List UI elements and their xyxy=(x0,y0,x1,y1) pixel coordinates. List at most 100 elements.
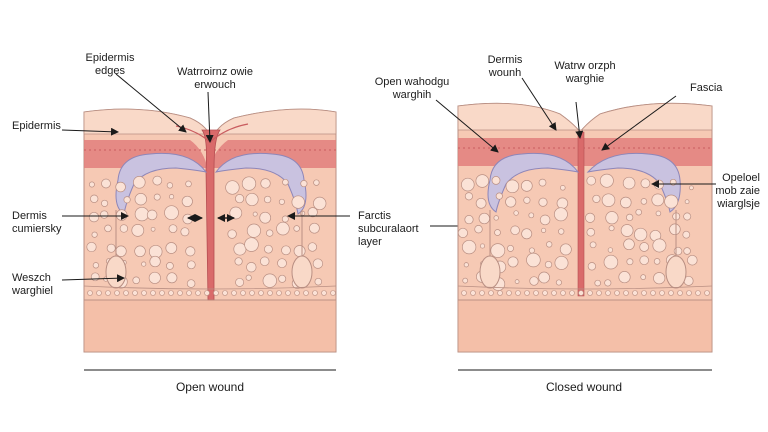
dermal-cell xyxy=(599,173,614,188)
dermal-cell xyxy=(169,194,175,200)
dermal-cell xyxy=(88,211,100,223)
dermal-cell xyxy=(523,196,531,204)
dermal-cell xyxy=(115,245,127,257)
basal-cell xyxy=(123,290,129,296)
dermal-cell xyxy=(131,224,145,237)
dermal-cell xyxy=(141,261,147,267)
dermal-cell xyxy=(623,238,635,251)
dermal-cell xyxy=(225,180,240,195)
dermal-cell xyxy=(291,195,305,209)
dermal-cell xyxy=(633,227,648,242)
closed-wound-panel xyxy=(435,77,716,371)
dermal-cell xyxy=(91,231,98,238)
dermal-cell xyxy=(313,196,327,211)
dermal-cell xyxy=(186,260,196,270)
basal-cell xyxy=(641,290,647,296)
dermal-cell xyxy=(478,212,490,225)
dermal-cell xyxy=(560,185,566,191)
dermal-cell xyxy=(618,271,631,284)
dermal-cell xyxy=(182,213,193,225)
dermal-cell xyxy=(558,228,565,235)
dermal-cell xyxy=(538,197,548,207)
dermal-cell xyxy=(528,247,535,254)
dermal-cell xyxy=(620,196,632,209)
basal-cell xyxy=(659,290,665,296)
dermal-cell xyxy=(276,221,290,236)
dermal-cell xyxy=(520,180,533,192)
basal-cell xyxy=(560,290,566,296)
dermal-cell xyxy=(682,230,691,239)
dermal-cell xyxy=(651,193,665,207)
dermal-cell xyxy=(539,214,551,226)
label-epidermis: Epidermis xyxy=(12,120,61,132)
dermal-cell xyxy=(528,212,535,219)
dermal-cell xyxy=(245,274,252,281)
dermal-cell xyxy=(669,223,681,236)
dermal-cell xyxy=(229,206,243,220)
dermal-cell xyxy=(689,185,694,191)
basal-cell xyxy=(677,290,683,296)
basal-cell xyxy=(632,290,638,296)
basal-cell xyxy=(569,290,575,296)
dermal-cell xyxy=(180,227,190,237)
dermal-cell xyxy=(235,194,245,204)
basal-cell xyxy=(222,290,228,296)
dermal-cell xyxy=(259,211,272,224)
vessel-left xyxy=(487,152,580,213)
basal-cell xyxy=(461,290,467,296)
dermal-cell xyxy=(100,210,109,219)
dermal-cell xyxy=(227,229,237,239)
label-fascia-layer: Farctis subcuralaort layer xyxy=(358,210,419,248)
dermal-cell xyxy=(505,179,520,194)
basal-cell xyxy=(285,290,291,296)
dermal-cell xyxy=(463,262,469,268)
dermal-cell xyxy=(86,241,97,253)
dermal-cell xyxy=(235,277,245,287)
dermal-cell xyxy=(559,243,572,256)
basal-cell xyxy=(132,290,138,296)
dermal-cell xyxy=(586,228,596,237)
dermal-cell xyxy=(495,192,503,200)
dermal-cell xyxy=(307,242,318,252)
dermal-cell xyxy=(683,212,692,221)
dermal-cell xyxy=(510,225,520,236)
dermal-cell xyxy=(259,256,270,267)
basal-cell xyxy=(470,290,476,296)
dermal-cell xyxy=(490,243,506,258)
basal-cell xyxy=(515,290,521,296)
dermal-cell xyxy=(507,244,514,252)
dermal-cell xyxy=(244,237,259,252)
dermal-cell xyxy=(115,209,128,221)
label-open-wahodgu: Open wahodgu warghih xyxy=(374,76,450,101)
dermal-cell xyxy=(149,255,161,268)
dermal-cell xyxy=(622,176,636,190)
dermal-cell xyxy=(166,262,174,270)
basal-cell xyxy=(330,290,336,296)
basal-cell xyxy=(623,290,629,296)
dermal-cell xyxy=(166,272,178,284)
dermal-cell xyxy=(457,227,468,238)
basal-cell xyxy=(704,290,710,296)
dermal-cell xyxy=(309,222,320,234)
dermal-cell xyxy=(586,175,596,186)
basal-cell xyxy=(578,290,584,296)
dermal-cell xyxy=(626,258,634,266)
dermal-cell xyxy=(92,262,100,269)
basal-cell xyxy=(159,290,165,296)
basal-cell xyxy=(168,290,174,296)
basal-cell xyxy=(533,290,539,296)
dermal-cell xyxy=(90,194,99,203)
dermal-cell xyxy=(604,279,612,287)
dermal-cell xyxy=(133,176,146,189)
dermal-cell xyxy=(185,246,196,257)
dermal-cell xyxy=(635,208,642,216)
dermal-cell xyxy=(514,279,520,284)
dermal-cell xyxy=(246,223,261,238)
dermal-cell xyxy=(278,198,285,205)
basal-cell xyxy=(240,290,246,296)
label-weszch: Weszch warghiel xyxy=(12,272,53,297)
basal-cell xyxy=(668,290,674,296)
basal-cell xyxy=(195,290,201,296)
dermal-cell xyxy=(507,256,519,268)
